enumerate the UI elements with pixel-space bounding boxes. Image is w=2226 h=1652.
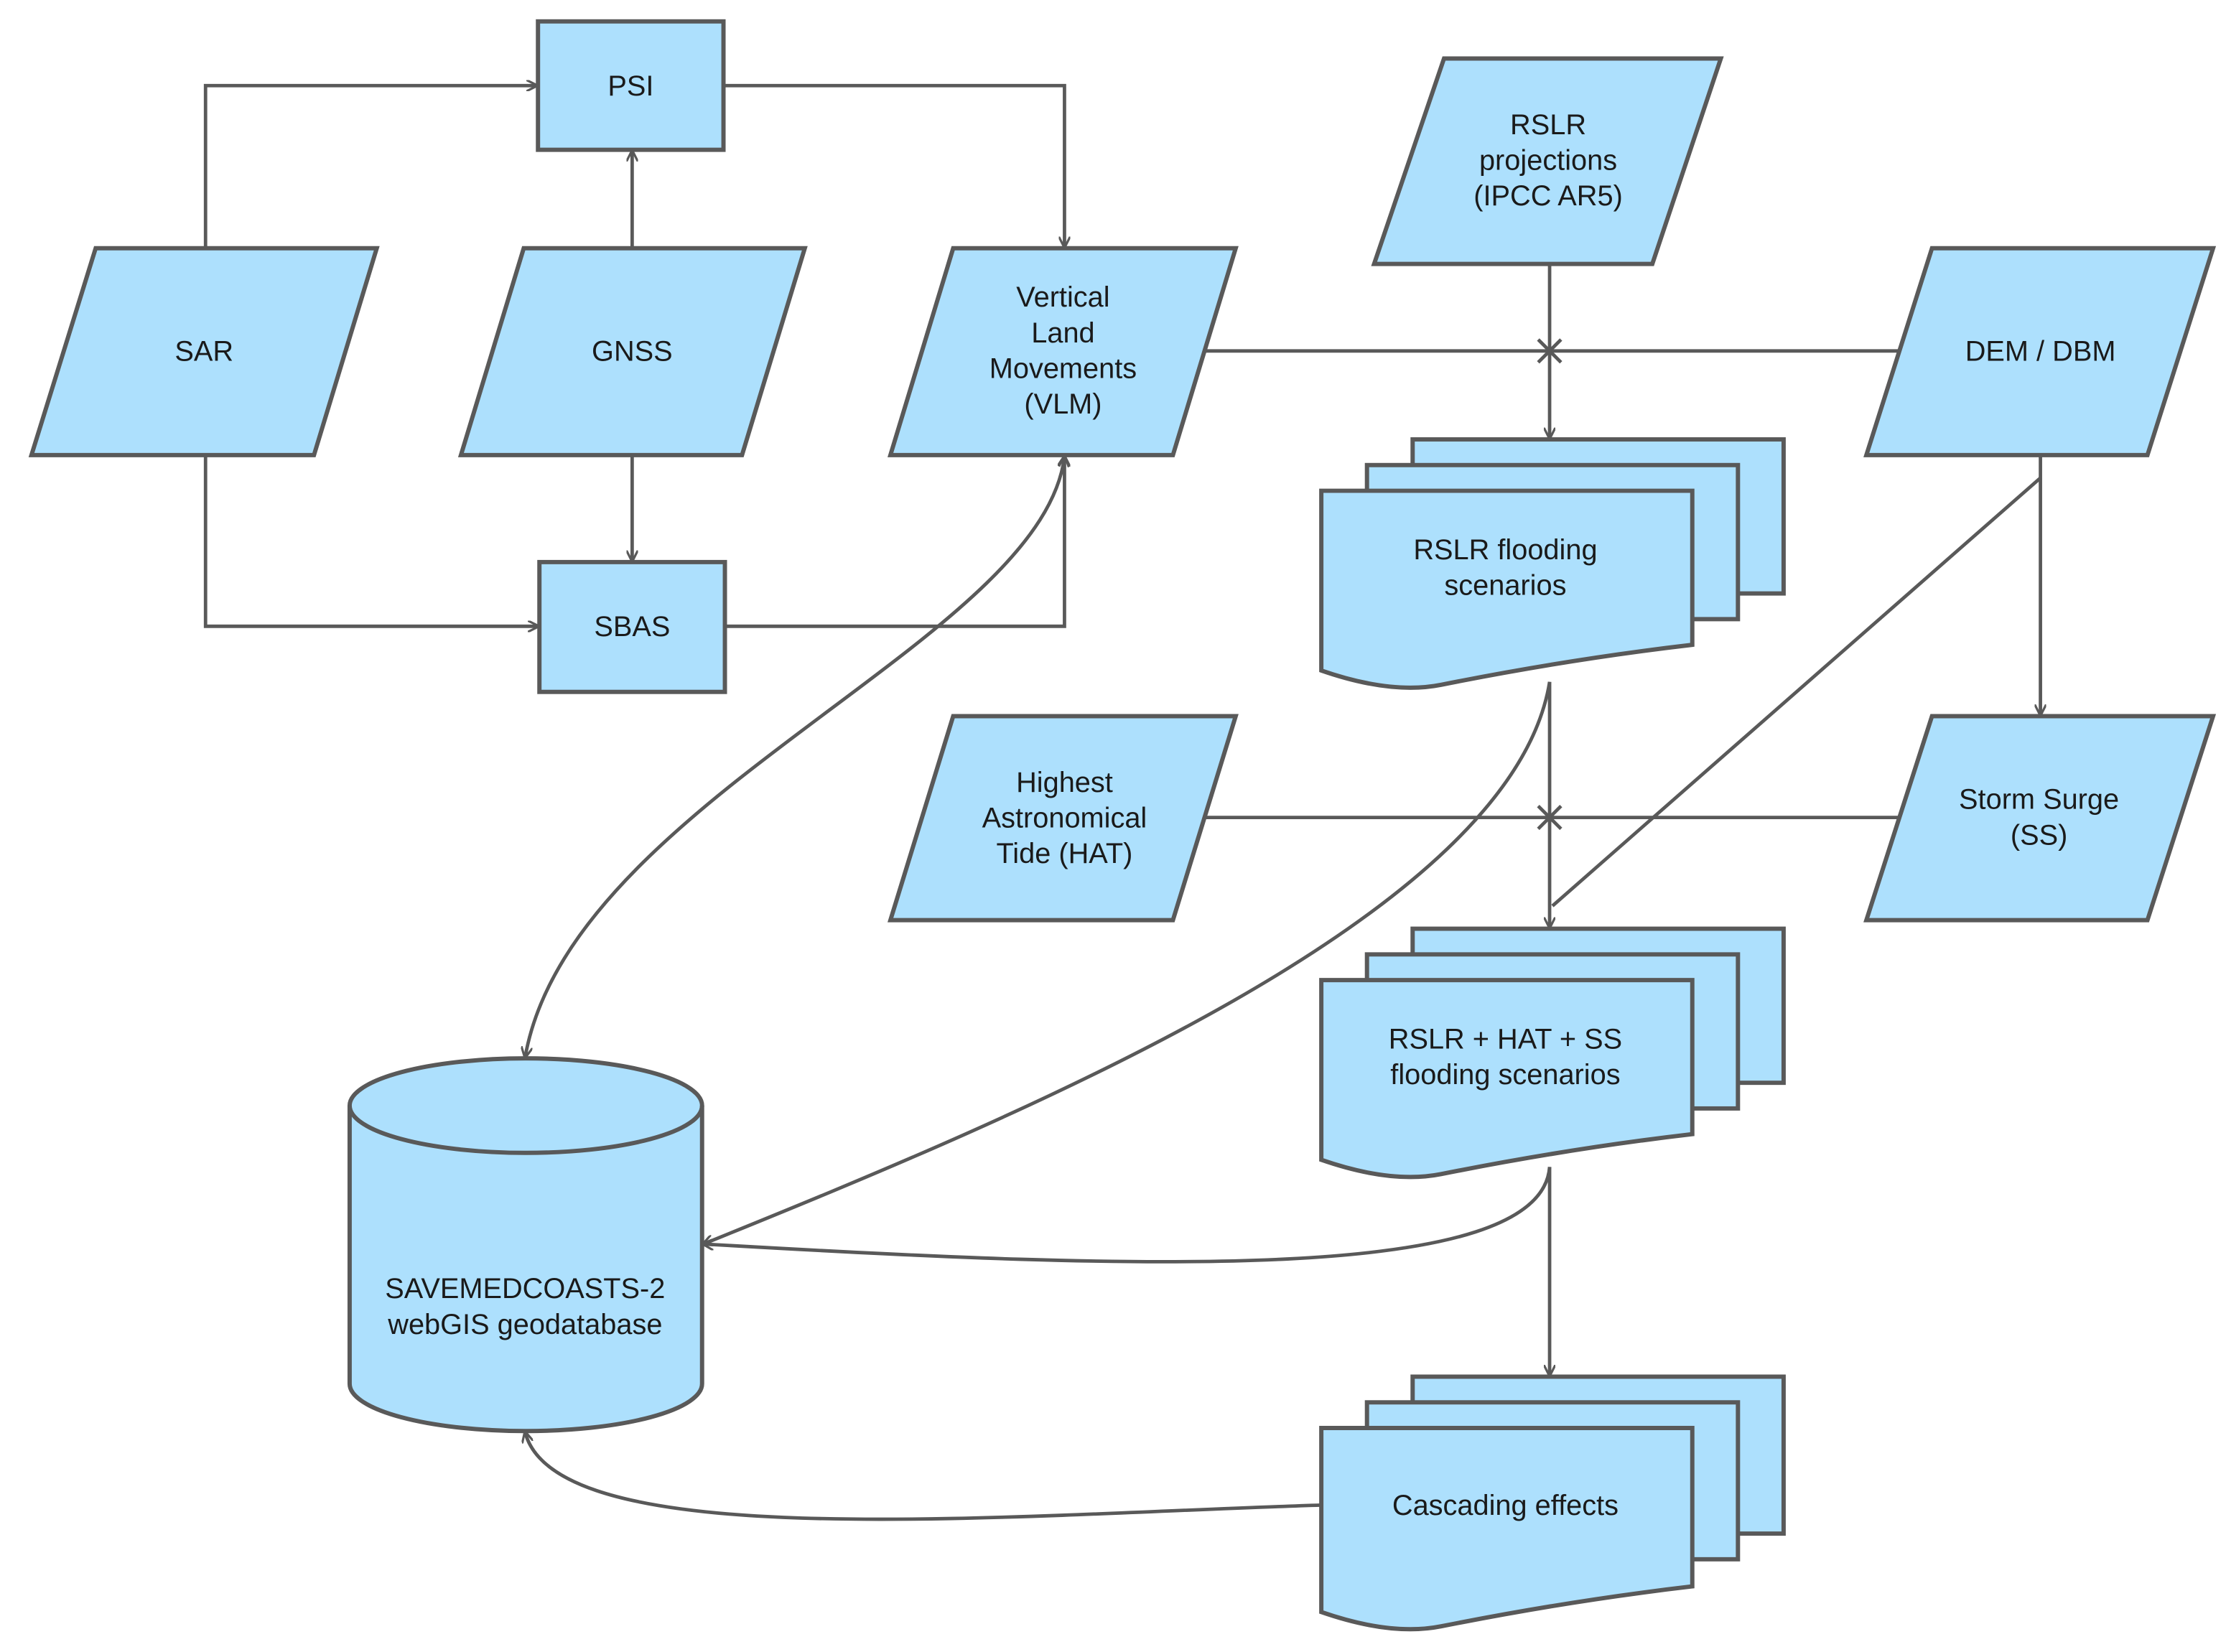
node-storm-surge[interactable]: Storm Surge (SS) — [1863, 714, 2217, 923]
node-label: DEM / DBM — [1965, 336, 2116, 368]
node-label: flooding scenarios — [1390, 1059, 1620, 1091]
node-label: Movements — [989, 353, 1137, 385]
edge-flooding-geodatabase — [704, 681, 1552, 1244]
node-rslr-projections[interactable]: RSLR projections (IPCC AR5) — [1371, 56, 1724, 266]
node-label: Astronomical — [982, 802, 1147, 834]
edge-sar-psi — [203, 85, 536, 248]
edge-vlm-geodatabase — [525, 457, 1064, 1058]
node-label: Cascading effects — [1392, 1490, 1619, 1521]
node-combined-flooding-scenarios[interactable]: RSLR + HAT + SS flooding scenarios — [1319, 926, 1786, 1180]
node-label: SAR — [174, 336, 233, 368]
node-label: GNSS — [592, 336, 673, 368]
node-gnss[interactable]: GNSS — [457, 246, 808, 457]
edge-sar-sbas — [203, 454, 538, 626]
node-label: (SS) — [2011, 819, 2067, 851]
node-hat[interactable]: Highest Astronomical Tide (HAT) — [887, 714, 1239, 923]
node-dem-dbm[interactable]: DEM / DBM — [1863, 246, 2217, 457]
node-label: (IPCC AR5) — [1473, 180, 1623, 212]
edge-psi-vlm — [723, 83, 1065, 247]
node-label: projections — [1479, 144, 1617, 176]
edge-dem-combined — [1551, 476, 2042, 907]
node-label: (VLM) — [1024, 388, 1102, 420]
node-rslr-flooding-scenarios[interactable]: RSLR flooding scenarios — [1319, 437, 1786, 690]
node-label: Storm Surge — [1959, 784, 2119, 816]
node-label: RSLR flooding — [1413, 534, 1597, 566]
node-label: RSLR — [1510, 109, 1586, 141]
edge-combined-geodatabase — [704, 1167, 1552, 1264]
node-label: PSI — [607, 70, 653, 102]
node-label: SAVEMEDCOASTS-2 — [385, 1273, 665, 1305]
node-label: Highest — [1016, 767, 1113, 798]
node-label: SBAS — [594, 611, 670, 643]
node-label: scenarios — [1444, 570, 1566, 602]
edge-cascading-geodatabase — [525, 1432, 1322, 1521]
node-sar[interactable]: SAR — [28, 246, 380, 457]
node-cascading-effects[interactable]: Cascading effects — [1319, 1374, 1786, 1632]
edge-sbas-vlm — [725, 457, 1065, 628]
node-geodatabase[interactable]: SAVEMEDCOASTS-2 webGIS geodatabase — [347, 1056, 704, 1434]
node-label: webGIS geodatabase — [387, 1309, 662, 1340]
node-psi[interactable]: PSI — [536, 19, 726, 152]
node-label: RSLR + HAT + SS — [1389, 1023, 1622, 1055]
node-label: Tide (HAT) — [997, 838, 1133, 869]
connectors — [203, 83, 2042, 1521]
node-label: Vertical — [1016, 281, 1109, 313]
node-sbas[interactable]: SBAS — [537, 559, 727, 694]
node-label: Land — [1031, 317, 1094, 349]
node-vlm[interactable]: Vertical Land Movements (VLM) — [888, 246, 1239, 457]
